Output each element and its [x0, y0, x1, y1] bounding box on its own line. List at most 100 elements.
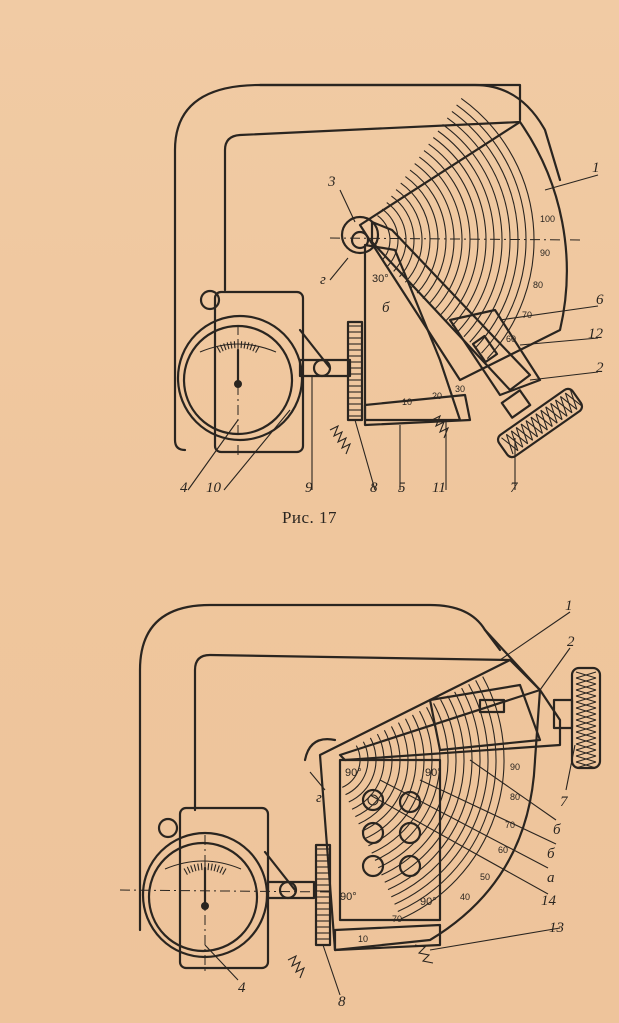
fig2-dial-h-axis [119, 889, 331, 893]
arc-hatch-line [348, 737, 377, 803]
fig1-arc-tick: 80 [533, 280, 543, 290]
arc-hatch-line [460, 98, 535, 359]
fig1-label-8: 8 [370, 480, 378, 496]
fig1-pivot-hub [340, 215, 380, 255]
dial-tick [222, 868, 227, 875]
fig1-lever [298, 328, 332, 370]
fig2-knob-neck [552, 698, 574, 730]
knurl-group [501, 389, 583, 455]
knurl-line [575, 719, 597, 727]
fig2-hole [361, 788, 385, 812]
arc-hatch-line [437, 130, 495, 332]
fig1-rack-teeth [348, 325, 362, 417]
fig2-hole [361, 854, 385, 878]
fig1-dial-outer [176, 314, 304, 442]
arc-hatch-line [405, 176, 439, 294]
arc-hatch-line [394, 683, 489, 905]
fig2-angle-label: 90° [345, 767, 362, 779]
knurl-line [575, 707, 597, 715]
knurl-line [535, 413, 543, 434]
arc-hatch-line [368, 714, 425, 847]
arc-hatch-line [342, 745, 361, 788]
fig1-label-9: 9 [305, 480, 313, 496]
arc-hatch-line [397, 680, 497, 913]
fig1-label-6: 6 [596, 292, 604, 308]
fig1-arc-tick: 60 [506, 334, 516, 344]
knurl-line [550, 403, 558, 424]
fig2-arc-tick: 60 [498, 845, 508, 855]
dial-tick [219, 866, 224, 874]
fig2-frame-outer [138, 603, 502, 932]
knurl-line [575, 701, 597, 709]
fig2-dial-pivot [201, 902, 209, 910]
fig1-arc-tick: 100 [540, 214, 555, 224]
knurl-line [575, 725, 597, 733]
fig2-label-4: 4 [238, 980, 246, 996]
fig2-indicator-body [178, 806, 270, 970]
fig2-hole [361, 821, 385, 845]
knurl-line [575, 695, 597, 703]
arc-hatch-line [371, 710, 433, 854]
fig2-arc-tick: 70 [505, 820, 515, 830]
arc-hatch-line [358, 726, 401, 825]
fig1-angle-label: 30° [372, 273, 389, 285]
fig2-angle-label: 90° [340, 891, 357, 903]
dial-tick [226, 342, 230, 350]
arc-hatch-line [428, 143, 479, 321]
arc-hatch-line [456, 104, 527, 354]
fig2-plate [338, 758, 442, 922]
arc-hatch-line [423, 150, 471, 316]
fig1-indicator-body [213, 290, 305, 454]
knurl-line [575, 731, 597, 739]
dial-tick [233, 341, 236, 349]
fig1-frame-outer [173, 83, 522, 452]
fig2-dial-scale [164, 860, 242, 870]
fig2-knob-knurl [575, 671, 597, 769]
arc-hatch-line [377, 703, 449, 869]
fig1-dial-ticks [216, 341, 260, 353]
knurl-line [530, 416, 539, 438]
arc-hatch-line [391, 687, 481, 898]
dial-tick [193, 864, 197, 872]
arc-hatch-line [446, 117, 511, 343]
fig2-label-1: 1 [565, 598, 573, 614]
knurl-line [555, 399, 563, 420]
fig1-pivot-center [350, 230, 370, 250]
fig2-arc-tick: 90 [510, 762, 520, 772]
fig2-label-g: г [316, 790, 322, 806]
dial-tick [197, 863, 200, 871]
arc-hatch-line [391, 195, 415, 278]
arc-hatch-line [400, 182, 431, 289]
fig2-frame-inner [193, 653, 512, 812]
knurl-line [575, 737, 597, 745]
fig1-slider [448, 308, 542, 397]
fig1-label-11: 11 [432, 480, 446, 496]
dial-tick [249, 343, 253, 351]
arc-hatch-line [364, 718, 417, 839]
fig1-knob-knurl [501, 389, 583, 455]
fig1-frame-inner [223, 120, 522, 292]
fig2-arc-tick: 80 [510, 792, 520, 802]
knurl-line [559, 396, 568, 417]
knurl-line [569, 389, 578, 410]
arc-hatch-line [386, 202, 407, 272]
fig1-label-5: 5 [398, 480, 406, 496]
fig2-dial-face [147, 841, 259, 953]
dial-tick [190, 865, 194, 873]
fig1-base-tick: 10 [402, 397, 412, 407]
dial-tick [243, 341, 246, 349]
knurl-line [575, 677, 597, 685]
dial-tick [230, 341, 233, 349]
arc-hatch-line [395, 189, 423, 283]
fig1-label-4: 4 [180, 480, 188, 496]
dial-tick [200, 863, 203, 871]
dial-tick [219, 344, 224, 352]
arc-hatch-line [345, 741, 369, 796]
fig1-label-10: 10 [206, 480, 222, 496]
fig2-label-13: 13 [549, 920, 564, 936]
knurl-line [520, 423, 529, 444]
knurl-line [564, 392, 573, 414]
fig1-base-scale [363, 393, 472, 427]
fig2-hole [398, 821, 422, 845]
dial-tick [183, 868, 188, 875]
